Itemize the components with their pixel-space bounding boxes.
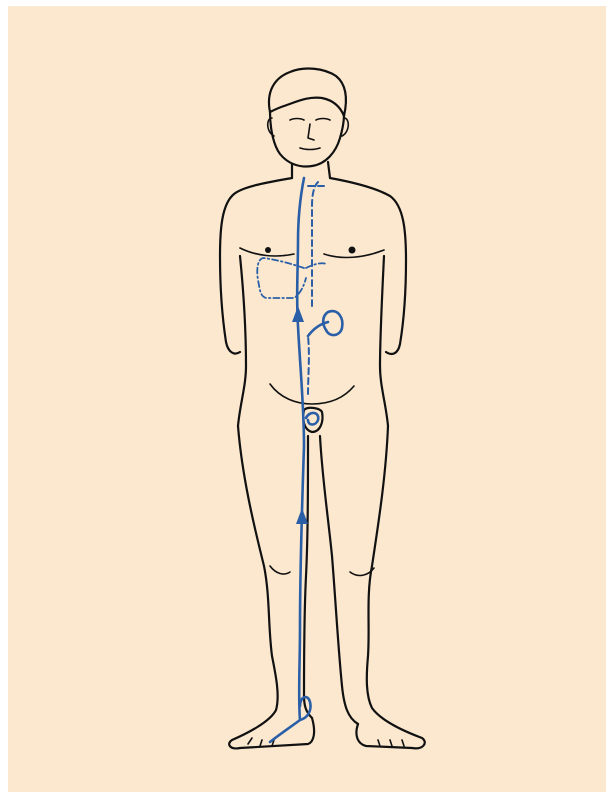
panel-background xyxy=(8,6,606,792)
right-nipple xyxy=(349,247,356,254)
illustration-panel xyxy=(8,6,606,792)
left-nipple xyxy=(265,247,271,253)
meridian-diagram xyxy=(8,6,606,792)
